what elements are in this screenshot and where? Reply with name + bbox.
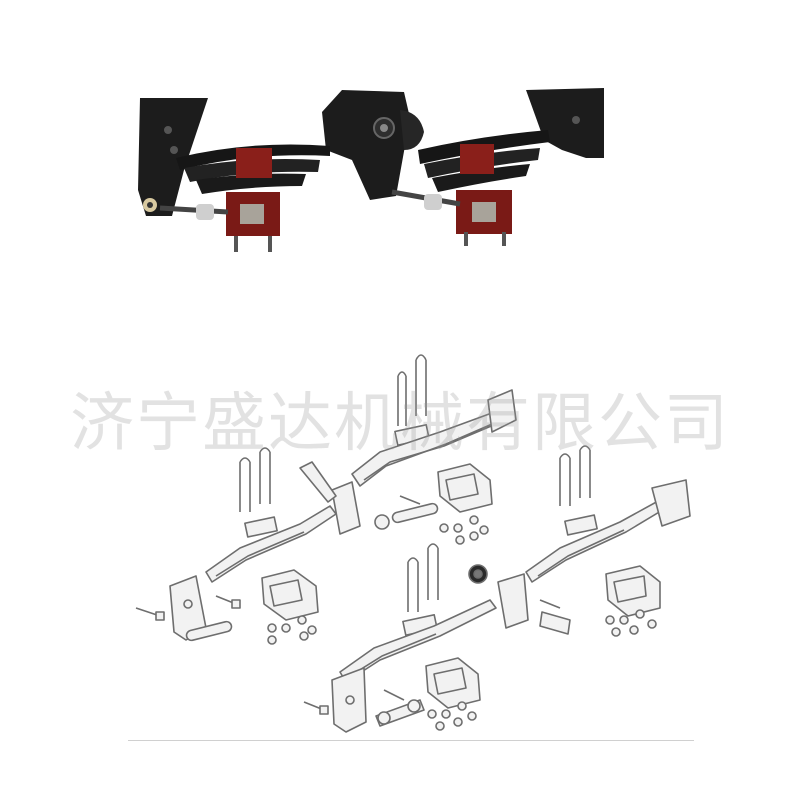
u-bolts-bottom: [402, 543, 439, 636]
equalizer-hanger-upper: [331, 481, 361, 535]
nut-clusters: [267, 515, 657, 731]
exploded-parts-diagram: [135, 354, 691, 733]
left-torque-rod: [159, 205, 229, 215]
rear-hanger-right: [651, 479, 691, 527]
left-axle-seat: [226, 148, 280, 252]
torque-rod-top: [391, 502, 439, 524]
u-bolts-top: [394, 354, 430, 446]
torque-rod-left: [185, 620, 233, 642]
center-hanger: [322, 90, 410, 200]
lower-pin: [539, 611, 571, 635]
rear-hanger-top: [487, 389, 517, 433]
right-axle-seat: [456, 144, 512, 246]
assembled-suspension-photo: [138, 88, 604, 252]
divider-line: [128, 740, 694, 741]
right-hanger: [526, 88, 604, 158]
u-bolts-right: [559, 445, 598, 536]
equalizer-pin: [299, 461, 337, 503]
u-bolts-left: [239, 447, 278, 538]
bushing-top: [374, 514, 390, 530]
equalizer-hanger-lower: [497, 573, 529, 629]
bolt-set: [135, 495, 561, 715]
left-hanger: [138, 98, 208, 216]
